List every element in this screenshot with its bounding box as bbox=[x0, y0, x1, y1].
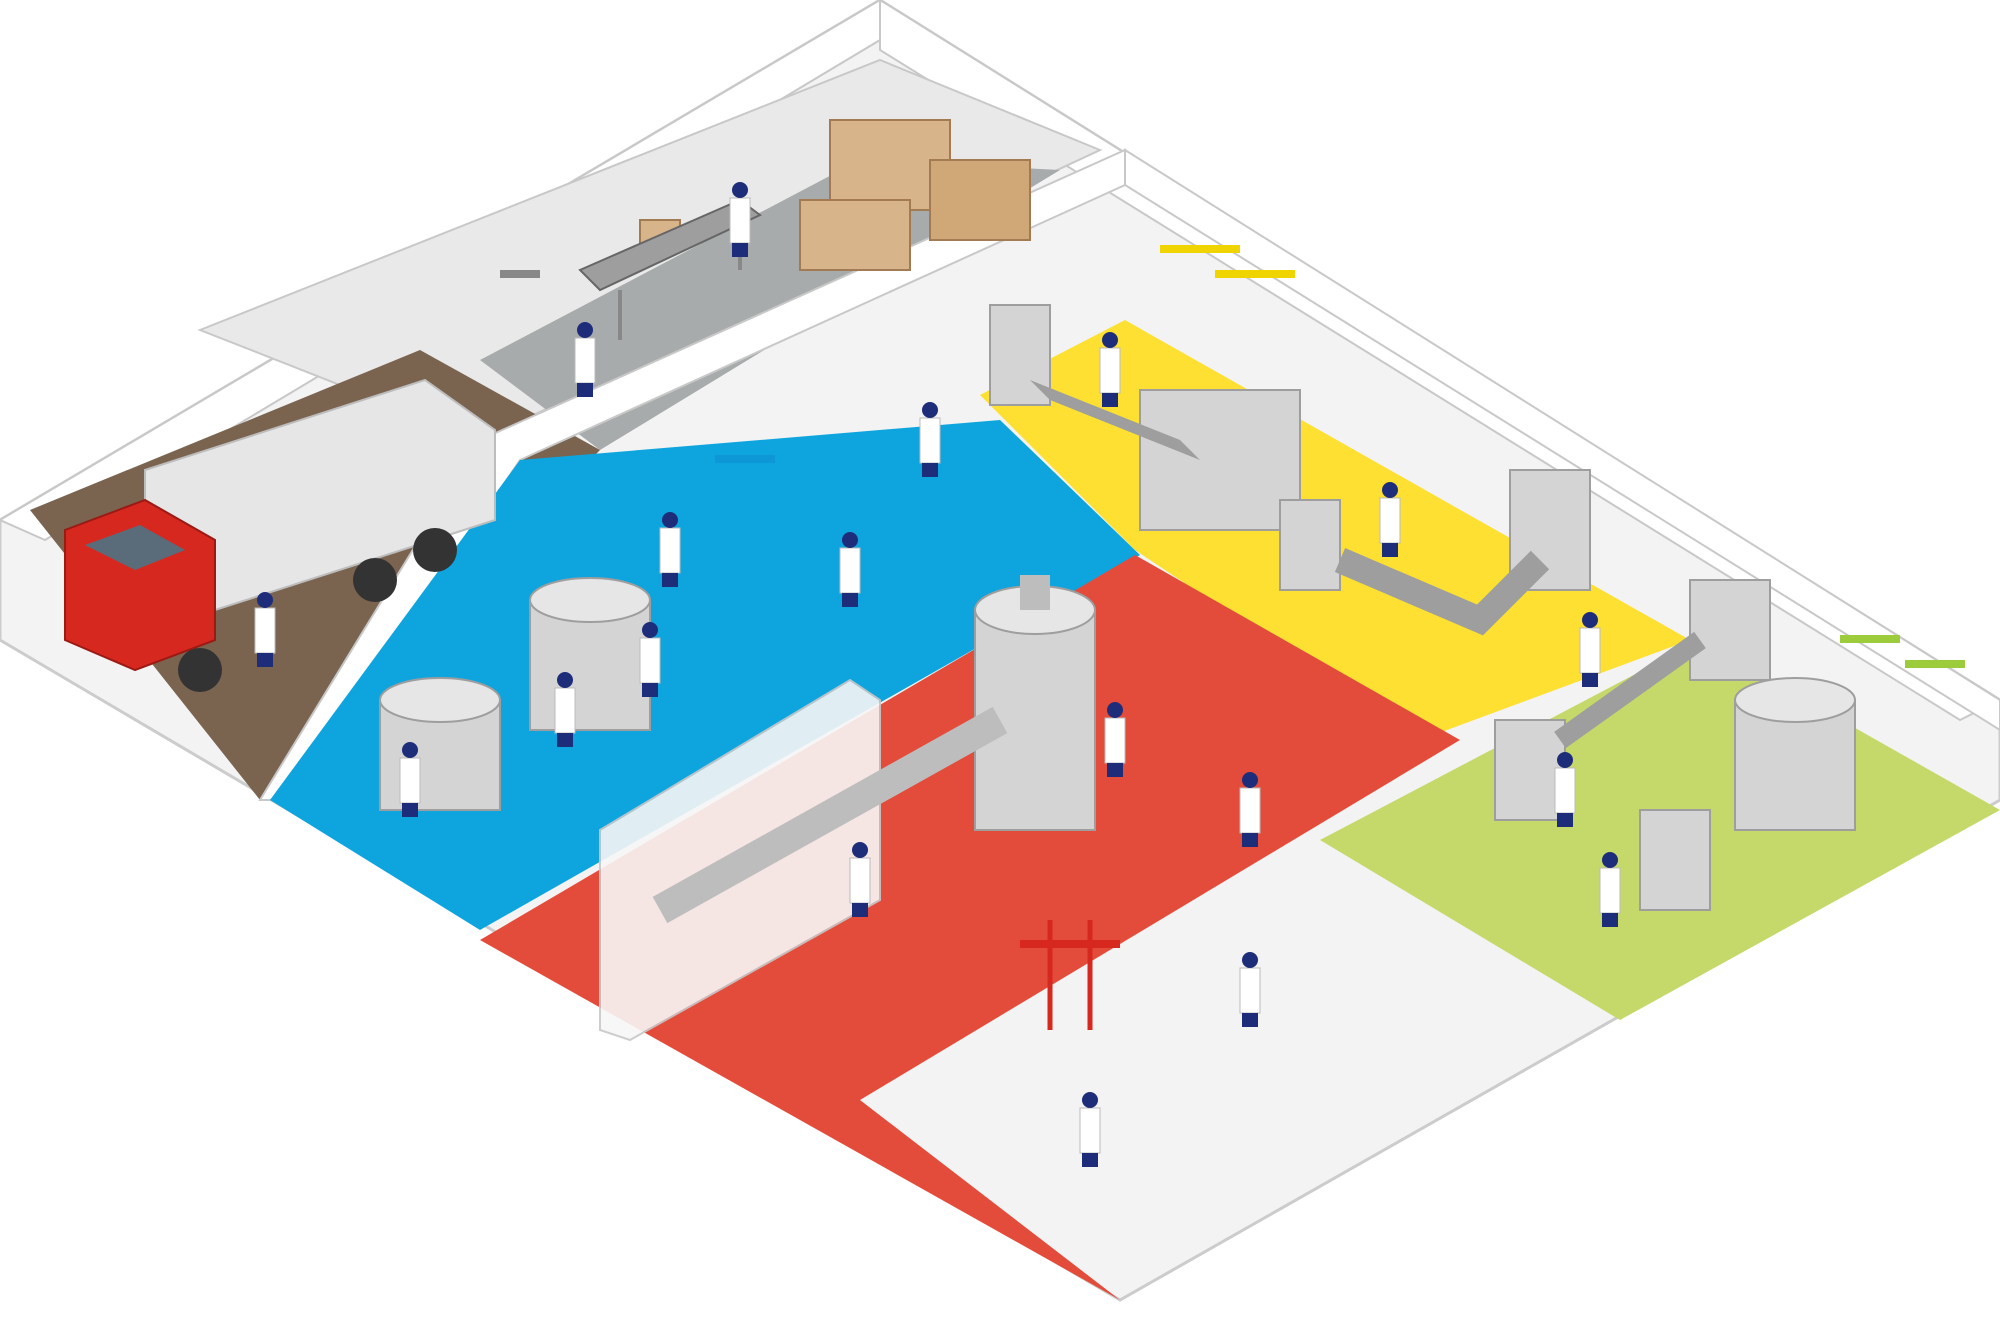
worker-icon bbox=[659, 512, 681, 587]
worker-icon bbox=[1554, 752, 1576, 827]
worker-icon bbox=[919, 402, 941, 477]
worker-icon bbox=[1104, 702, 1126, 777]
tank-icon bbox=[379, 577, 651, 811]
worker-icon bbox=[849, 842, 871, 917]
worker-icon bbox=[639, 622, 661, 697]
worker-icon bbox=[1599, 852, 1621, 927]
worker-icon bbox=[1239, 952, 1261, 1027]
workers-group bbox=[254, 182, 1621, 1167]
red-zone-floor bbox=[480, 555, 1460, 1300]
worker-icon bbox=[554, 672, 576, 747]
conveyor-icon bbox=[1494, 579, 1856, 911]
worker-icon bbox=[574, 322, 596, 397]
tank-icon bbox=[974, 575, 1096, 831]
worker-icon bbox=[1099, 332, 1121, 407]
tool-rack-icon bbox=[500, 245, 1965, 1030]
worker-icon bbox=[1239, 772, 1261, 847]
truck-icon bbox=[64, 378, 496, 692]
worker-icon bbox=[1079, 1092, 1101, 1167]
worker-icon bbox=[1579, 612, 1601, 687]
worker-icon bbox=[839, 532, 861, 607]
worker-icon bbox=[729, 182, 751, 257]
worker-icon bbox=[254, 592, 276, 667]
worker-icon bbox=[399, 742, 421, 817]
conveyor-icon bbox=[989, 304, 1591, 636]
worker-icon bbox=[1379, 482, 1401, 557]
pipe-partition bbox=[599, 678, 1008, 1042]
pallet-box-icon bbox=[639, 119, 1031, 271]
